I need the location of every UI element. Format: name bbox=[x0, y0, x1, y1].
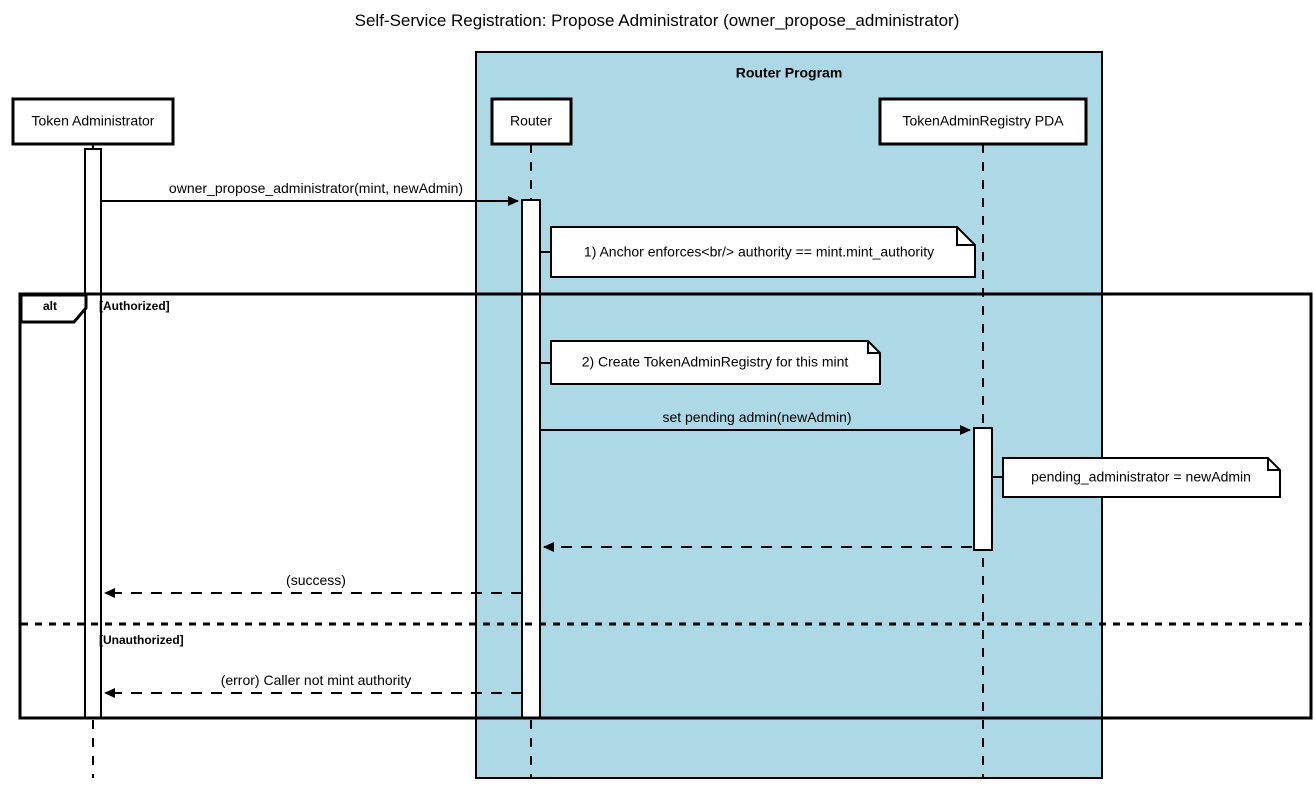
participant-pda-box[interactable] bbox=[878, 97, 1088, 146]
fragment-alt-tab bbox=[19, 293, 88, 324]
participant-pda-label: TokenAdminRegistry PDA bbox=[902, 113, 1064, 129]
message-2-label: set pending admin(newAdmin) bbox=[662, 409, 851, 425]
fragment-alt-tab-label: alt bbox=[43, 299, 57, 313]
note-1-shape bbox=[550, 226, 976, 278]
message-owner-propose-administrator: owner_propose_administrator(mint, newAdm… bbox=[101, 180, 519, 206]
note-2-label: 2) Create TokenAdminRegistry for this mi… bbox=[582, 354, 849, 370]
note-2-shape bbox=[550, 340, 881, 385]
fragment-alt: alt [Authorized] [Unauthorized] bbox=[18, 292, 1313, 720]
note-1-fold bbox=[956, 227, 975, 246]
note-pending-administrator: pending_administrator = newAdmin bbox=[992, 457, 1281, 498]
participant-admin[interactable]: Token Administrator bbox=[11, 97, 175, 146]
note-create-token-admin-registry: 2) Create TokenAdminRegistry for this mi… bbox=[540, 340, 881, 385]
group-router-program-box bbox=[475, 51, 1103, 779]
participant-admin-box[interactable] bbox=[11, 97, 175, 146]
participant-admin-label: Token Administrator bbox=[32, 113, 155, 129]
note-2-fold bbox=[867, 341, 880, 354]
group-router-program-label: Router Program bbox=[736, 65, 843, 81]
group-router-program: Router Program bbox=[475, 51, 1103, 779]
note-3-label: pending_administrator = newAdmin bbox=[1031, 469, 1251, 485]
diagram-title: Self-Service Registration: Propose Admin… bbox=[355, 11, 960, 30]
fragment-alt-frame bbox=[18, 292, 1313, 720]
note-3-shape bbox=[1002, 457, 1281, 498]
fragment-branch-2-condition: [Unauthorized] bbox=[99, 633, 184, 647]
message-4-label: (success) bbox=[286, 572, 346, 588]
fragment-branch-1-condition: [Authorized] bbox=[99, 299, 170, 313]
message-5-label: (error) Caller not mint authority bbox=[221, 672, 412, 688]
note-1-label: 1) Anchor enforces<br/> authority == min… bbox=[584, 244, 934, 260]
message-1-label: owner_propose_administrator(mint, newAdm… bbox=[169, 180, 463, 196]
note-anchor-enforces: 1) Anchor enforces<br/> authority == min… bbox=[540, 226, 976, 278]
activation-router bbox=[521, 199, 541, 719]
participant-router[interactable]: Router bbox=[490, 97, 573, 146]
participant-router-box[interactable] bbox=[490, 97, 573, 146]
message-set-pending-admin: set pending admin(newAdmin) bbox=[540, 409, 971, 435]
note-3-fold bbox=[1267, 458, 1280, 471]
message-error-caller-not-mint-authority: (error) Caller not mint authority bbox=[104, 672, 522, 698]
activation-pda bbox=[973, 427, 993, 551]
participant-router-label: Router bbox=[510, 113, 552, 129]
participant-pda[interactable]: TokenAdminRegistry PDA bbox=[878, 97, 1088, 146]
message-success: (success) bbox=[104, 572, 522, 598]
